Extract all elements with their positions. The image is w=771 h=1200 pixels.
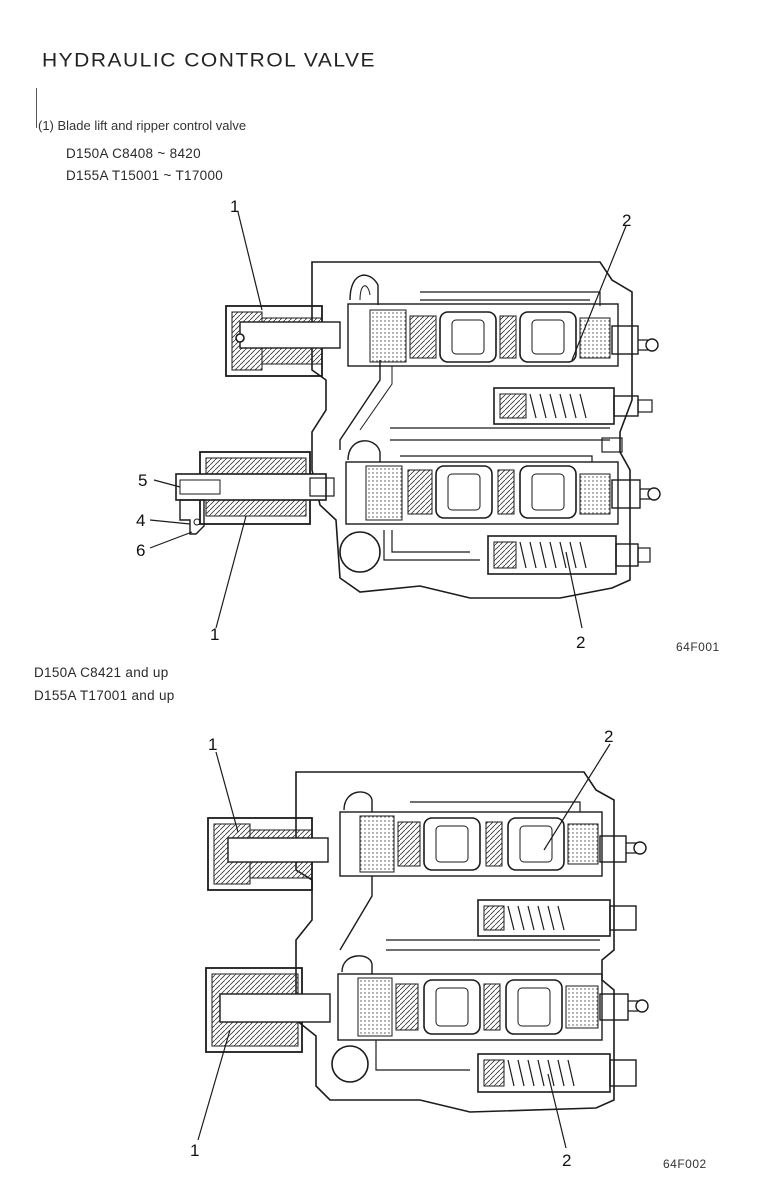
callout-2-bottom: 2 [576,633,585,652]
model-range-2b: D155A T17001 and up [34,688,175,703]
callout-5: 5 [138,471,147,490]
callout-6: 6 [136,541,145,560]
figure-code-2: 64F002 [663,1157,707,1171]
callout-1-top: 1 [208,735,217,754]
callout-1-bottom: 1 [190,1141,199,1160]
section-heading: (1) Blade lift and ripper control valve [38,118,247,133]
figure-code-1: 64F001 [676,640,720,654]
callout-1-bottom: 1 [210,625,219,644]
callout-2-bottom: 2 [562,1151,571,1170]
valve-diagram-2 [197,743,649,1149]
callout-2-top: 2 [622,211,631,230]
model-range-1b: D155A T15001 ~ T17000 [66,168,224,183]
page-title: HYDRAULIC CONTROL VALVE [42,50,377,72]
callout-4: 4 [136,511,145,530]
model-range-2a: D150A C8421 and up [34,665,169,680]
model-range-1a: D150A C8408 ~ 8420 [66,146,201,161]
section-bracket [36,88,37,128]
valve-diagram-1 [149,211,661,629]
callouts-1: 1 2 5 4 6 1 2 [136,197,631,652]
callout-2-top: 2 [604,727,613,746]
callouts-2: 1 2 1 2 [190,727,613,1170]
callout-1-top: 1 [230,197,239,216]
